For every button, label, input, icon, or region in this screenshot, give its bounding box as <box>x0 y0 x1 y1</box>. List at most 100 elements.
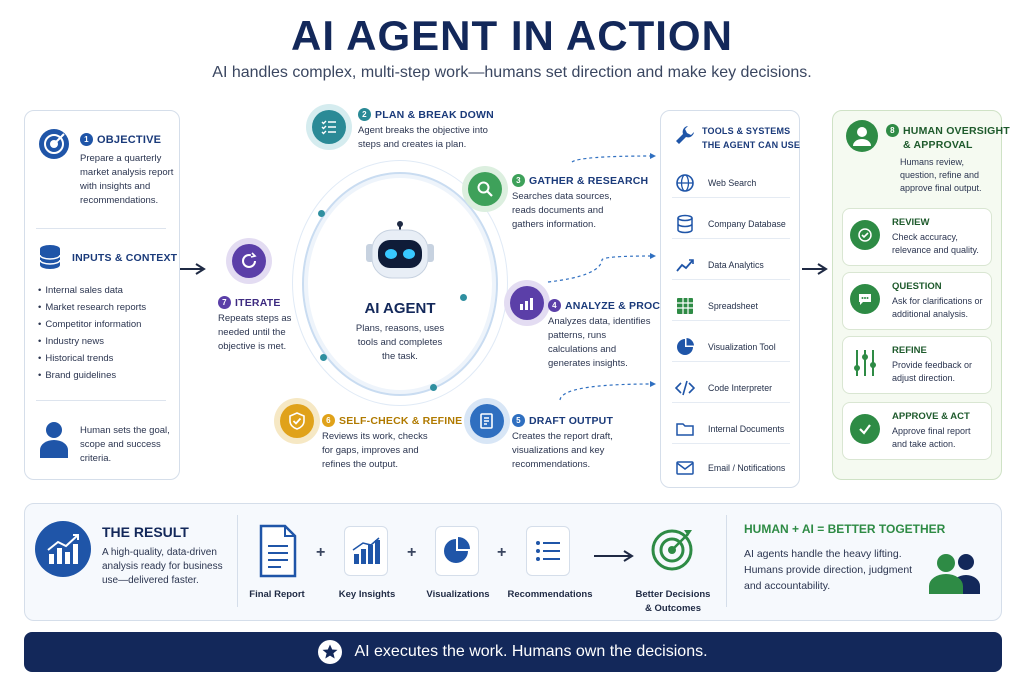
divider <box>237 515 238 607</box>
oversight-card-refine <box>842 336 992 394</box>
tool-item: Code Interpreter <box>672 373 790 403</box>
orbit-dot <box>460 294 467 301</box>
footer-text: AI executes the work. Humans own the dec… <box>354 643 708 660</box>
list-icon <box>526 526 570 576</box>
insights-icon <box>344 526 388 576</box>
visualizations-icon <box>435 526 479 576</box>
step-icon-analyze <box>504 280 550 326</box>
agent-orbit-outer <box>292 160 508 406</box>
agent-orbit <box>302 172 498 396</box>
step-text: Searches data sources, reads documents a… <box>512 191 612 230</box>
card-title: REFINE <box>892 345 927 356</box>
check-circle-icon <box>850 220 880 250</box>
chat-icon <box>850 284 880 314</box>
divider <box>726 515 727 607</box>
sliders-icon <box>852 348 878 383</box>
tool-item: Data Analytics <box>672 250 790 280</box>
wrench-icon <box>674 124 696 151</box>
refresh-icon <box>242 252 257 268</box>
result-text: A high-quality, data-driven analysis rea… <box>102 547 223 586</box>
connector-lines <box>547 153 656 401</box>
footer-banner: AI executes the work. Humans own the dec… <box>24 632 1002 672</box>
email-icon <box>676 461 694 475</box>
report-icon <box>255 524 299 578</box>
pie-chart-icon <box>677 337 694 355</box>
trend-icon <box>676 258 694 272</box>
inputs-list: Internal sales data Market research repo… <box>45 282 146 384</box>
result-panel <box>24 503 1002 621</box>
step-icon-iterate <box>226 238 272 284</box>
checklist-icon <box>321 120 336 135</box>
list-item: Competitor information <box>45 316 146 333</box>
oversight-text: Humans review, question, refine and appr… <box>900 157 982 193</box>
person-icon <box>38 420 70 463</box>
plus-icon: + <box>497 544 507 561</box>
agent-name: AI AGENT <box>364 300 436 317</box>
tool-item: Spreadsheet <box>672 291 790 321</box>
card-text: Approve final report and take action. <box>892 426 971 449</box>
tool-item: Internal Documents <box>672 414 790 444</box>
result-title: THE RESULT <box>102 524 189 540</box>
tool-item: Company Database <box>672 209 790 239</box>
step-icon-gather <box>462 166 508 212</box>
card-title: QUESTION <box>892 281 942 292</box>
orbit-dot <box>318 210 325 217</box>
user-icon <box>846 120 878 157</box>
step-icon-selfcheck <box>274 398 320 444</box>
card-text: Ask for clarifications or additional ana… <box>892 296 983 319</box>
plus-icon: + <box>407 544 417 561</box>
tool-item: Visualization Tool <box>672 332 790 362</box>
bar-chart-icon <box>520 298 533 310</box>
result-item-label: Key Insights <box>338 589 396 600</box>
arrow-right-icon <box>594 550 634 562</box>
card-text: Check accuracy, relevance and quality. <box>892 232 979 255</box>
arrow-right-icon <box>180 263 206 275</box>
database-icon <box>38 244 62 275</box>
code-icon <box>675 380 695 395</box>
step-text: Analyzes data, identifies patterns, runs… <box>548 316 651 369</box>
robot-icon <box>360 220 440 289</box>
agent-text: Plans, reasons, uses tools and completes… <box>355 323 445 362</box>
divider <box>36 400 166 401</box>
step-text: Agent breaks the objective into steps an… <box>358 125 488 150</box>
page-title: AI AGENT IN ACTION <box>291 12 733 59</box>
target-icon <box>38 128 70 165</box>
plus-icon: + <box>316 544 326 561</box>
step-text: Repeats steps as needed until the object… <box>218 313 292 352</box>
orbit-dot <box>430 384 437 391</box>
team-icon <box>926 550 984 599</box>
result-item-label: Final Report <box>249 589 305 600</box>
list-item: Brand guidelines <box>45 367 146 384</box>
database-icon <box>677 214 693 233</box>
list-item: Internal sales data <box>45 282 146 299</box>
page-subtitle: AI handles complex, multi-step work—huma… <box>212 64 812 81</box>
together-text: AI agents handle the heavy lifting. Huma… <box>744 548 913 592</box>
tool-item: Web Search <box>672 168 790 198</box>
objective-text: Prepare a quarterly market analysis repo… <box>80 153 174 206</box>
check-icon <box>850 414 880 444</box>
list-item: Market research reports <box>45 299 146 316</box>
shield-check-icon <box>289 412 305 430</box>
growth-chart-icon <box>34 520 92 583</box>
step-text: Reviews its work, checks for gaps, impro… <box>322 431 428 470</box>
card-title: APPROVE & ACT <box>892 411 970 422</box>
inputs-title: INPUTS & CONTEXT <box>72 252 178 264</box>
together-title: HUMAN + AI = BETTER TOGETHER <box>744 522 946 536</box>
globe-icon <box>676 173 694 192</box>
search-icon <box>477 181 493 197</box>
document-edit-icon <box>480 413 493 429</box>
list-item: Industry news <box>45 333 146 350</box>
arrow-right-icon <box>802 263 828 275</box>
outcome-label: Better Decisions& Outcomes <box>635 589 711 614</box>
result-item-label: Recommendations <box>507 589 593 600</box>
tool-item: Email / Notifications <box>672 453 790 483</box>
orbit-dot <box>320 354 327 361</box>
